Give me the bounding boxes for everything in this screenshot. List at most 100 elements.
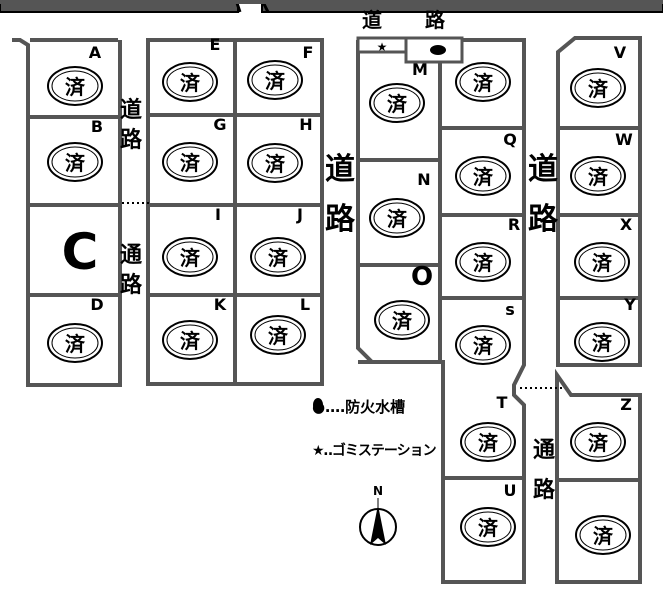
sold-mark: 済	[65, 332, 86, 356]
sold-mark: 済	[180, 71, 201, 95]
lot-Y[interactable]: Y済	[574, 295, 636, 362]
lot-G[interactable]: G済	[162, 115, 227, 182]
sold-mark: 済	[392, 309, 413, 333]
sold-circle-inner	[251, 64, 299, 96]
lot-letter: U	[504, 481, 517, 500]
lot-C[interactable]: C	[62, 223, 99, 281]
sold-circle	[247, 60, 303, 100]
sold-circle-inner	[579, 519, 627, 551]
sold-circle	[162, 237, 218, 277]
sold-mark: 済	[180, 329, 201, 353]
lot-H[interactable]: H済	[247, 115, 313, 183]
lot-letter: X	[620, 215, 633, 234]
lot-s[interactable]: s済	[455, 300, 515, 365]
sold-mark: 済	[65, 75, 86, 99]
lot-V[interactable]: V済	[570, 43, 627, 108]
block-outline-0	[12, 38, 122, 387]
sold-mark: 済	[588, 77, 609, 101]
road-label-road3-bottom: 通 路	[533, 438, 556, 503]
lot-letter: Q	[503, 130, 517, 149]
sold-circle	[455, 156, 511, 196]
lot-letter: B	[91, 117, 103, 136]
sold-circle	[162, 62, 218, 102]
lot-R[interactable]: R済	[455, 215, 520, 282]
sold-circle	[247, 143, 303, 183]
sold-mark: 済	[478, 431, 499, 455]
sold-circle-inner	[459, 246, 507, 278]
lot-N[interactable]: N済	[369, 170, 431, 238]
lot-E[interactable]: E済	[162, 35, 221, 102]
north-arrow-icon	[370, 505, 386, 545]
lot-O[interactable]: O済	[374, 262, 433, 340]
lot-letter: C	[62, 223, 99, 281]
legend-fire-water-tank: ●‥‥防火水槽	[312, 398, 406, 416]
sold-circle	[47, 66, 103, 106]
road-label-road2: 道 路	[325, 152, 355, 237]
block-outline-5	[556, 36, 642, 367]
sold-mark: 済	[473, 165, 494, 189]
legend-dot-icon	[313, 398, 323, 412]
sold-circle	[460, 422, 516, 462]
block-outline-4	[358, 38, 526, 584]
sold-circle	[250, 315, 306, 355]
sold-mark: 済	[387, 92, 408, 116]
lot-letter: N	[417, 170, 430, 189]
sold-circle	[250, 237, 306, 277]
lot-Z[interactable]: Z済	[570, 395, 632, 462]
sold-mark: 済	[180, 151, 201, 175]
lot-X[interactable]: X済	[574, 215, 633, 282]
sold-circle	[369, 198, 425, 238]
lot-letter: T	[497, 393, 508, 412]
sold-circle-inner	[574, 160, 622, 192]
lot-Q[interactable]: Q済	[455, 130, 517, 196]
lot-unlabeled-15[interactable]: 済	[455, 62, 511, 102]
sold-mark: 済	[265, 152, 286, 176]
lot-letter: R	[508, 215, 520, 234]
lot-W[interactable]: W済	[570, 130, 633, 196]
block-outline-6	[555, 368, 642, 584]
lot-A[interactable]: A済	[47, 43, 103, 106]
sold-circle-inner	[373, 202, 421, 234]
block-outline-2	[146, 38, 324, 386]
sold-circle	[570, 68, 626, 108]
fire-water-tank-dot-icon	[430, 45, 446, 55]
sold-mark: 済	[593, 524, 614, 548]
road-label-top: 道 路	[362, 10, 463, 30]
lot-B[interactable]: B済	[47, 117, 103, 182]
lot-letter: E	[210, 35, 221, 54]
lot-L[interactable]: L済	[250, 295, 310, 355]
sold-circle-inner	[459, 329, 507, 361]
lot-I[interactable]: I済	[162, 205, 221, 277]
sold-mark: 済	[588, 165, 609, 189]
sold-circle-inner	[578, 246, 626, 278]
lot-D[interactable]: D済	[47, 295, 104, 363]
lot-letter: F	[303, 43, 314, 62]
lot-letter: L	[300, 295, 310, 314]
sold-circle-inner	[464, 511, 512, 543]
sold-mark: 済	[478, 516, 499, 540]
sold-circle-inner	[166, 146, 214, 178]
lot-F[interactable]: F済	[247, 43, 314, 100]
lot-U[interactable]: U済	[460, 481, 517, 547]
sold-circle-inner	[254, 319, 302, 351]
sold-circle-inner	[166, 241, 214, 273]
road-label-road3-top: 道 路	[528, 152, 558, 237]
lot-letter: V	[614, 43, 627, 62]
road-label-road1-top: 道 路	[120, 98, 143, 153]
top-road-text: 道 路	[362, 8, 463, 32]
sold-mark: 済	[65, 151, 86, 175]
lot-T[interactable]: T済	[460, 393, 516, 462]
lot-unlabeled-26[interactable]: 済	[575, 515, 631, 555]
lot-J[interactable]: J済	[250, 205, 306, 277]
lot-letter: A	[89, 43, 102, 62]
sold-circle	[162, 320, 218, 360]
sold-circle-inner	[166, 324, 214, 356]
sold-circle	[460, 507, 516, 547]
sold-circle	[455, 62, 511, 102]
lot-M[interactable]: M済	[369, 60, 428, 123]
sold-circle	[570, 422, 626, 462]
lot-letter: H	[299, 115, 312, 134]
lot-K[interactable]: K済	[162, 295, 227, 360]
garbage-station-star-icon: ★	[377, 40, 388, 54]
